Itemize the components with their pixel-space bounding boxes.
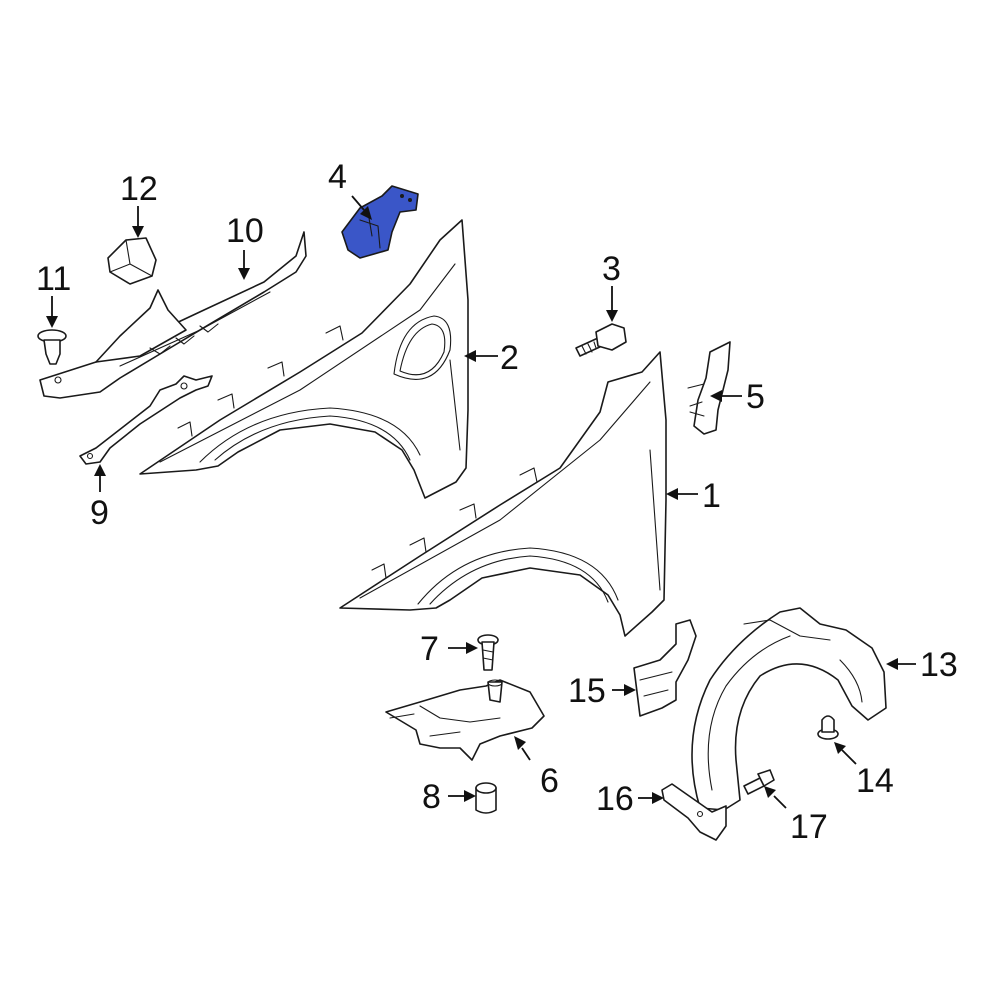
part-2-fender-rear [139, 219, 469, 499]
part-5-bracket [687, 341, 731, 435]
part-10-rail [39, 231, 307, 399]
part-13-fender-liner [691, 607, 887, 811]
callout-4: 4 [328, 158, 347, 196]
part-3-bolt [575, 323, 627, 357]
callout-13: 13 [920, 646, 958, 684]
part-6-bracket [385, 679, 545, 761]
part-12-bracket [107, 237, 157, 285]
part-9-bracket [79, 375, 213, 465]
callout-3: 3 [602, 250, 621, 288]
callout-11: 11 [36, 260, 71, 298]
part-7-bolt [477, 634, 499, 671]
callout-2: 2 [500, 339, 519, 377]
part-14-clip [817, 715, 839, 740]
part-11-clip [37, 329, 67, 365]
callout-9: 9 [90, 494, 109, 532]
callout-7: 7 [420, 630, 439, 668]
callout-5: 5 [746, 378, 765, 416]
callout-6: 6 [540, 762, 559, 800]
callout-8: 8 [422, 778, 441, 816]
callout-17: 17 [790, 808, 828, 846]
callout-14: 14 [856, 762, 894, 800]
callout-15: 15 [568, 672, 606, 710]
callout-16: 16 [596, 780, 634, 818]
part-16-bracket [661, 783, 727, 841]
callout-10: 10 [226, 212, 264, 250]
callout-12: 12 [120, 170, 158, 208]
callout-labels: 1 2 3 4 5 6 7 8 9 10 11 12 13 14 15 16 1… [36, 158, 958, 846]
callout-1: 1 [702, 477, 721, 515]
part-8-bushing [475, 782, 497, 814]
part-15-shield [633, 619, 697, 717]
leaders [46, 195, 916, 809]
part-1-front-fender [339, 351, 667, 637]
